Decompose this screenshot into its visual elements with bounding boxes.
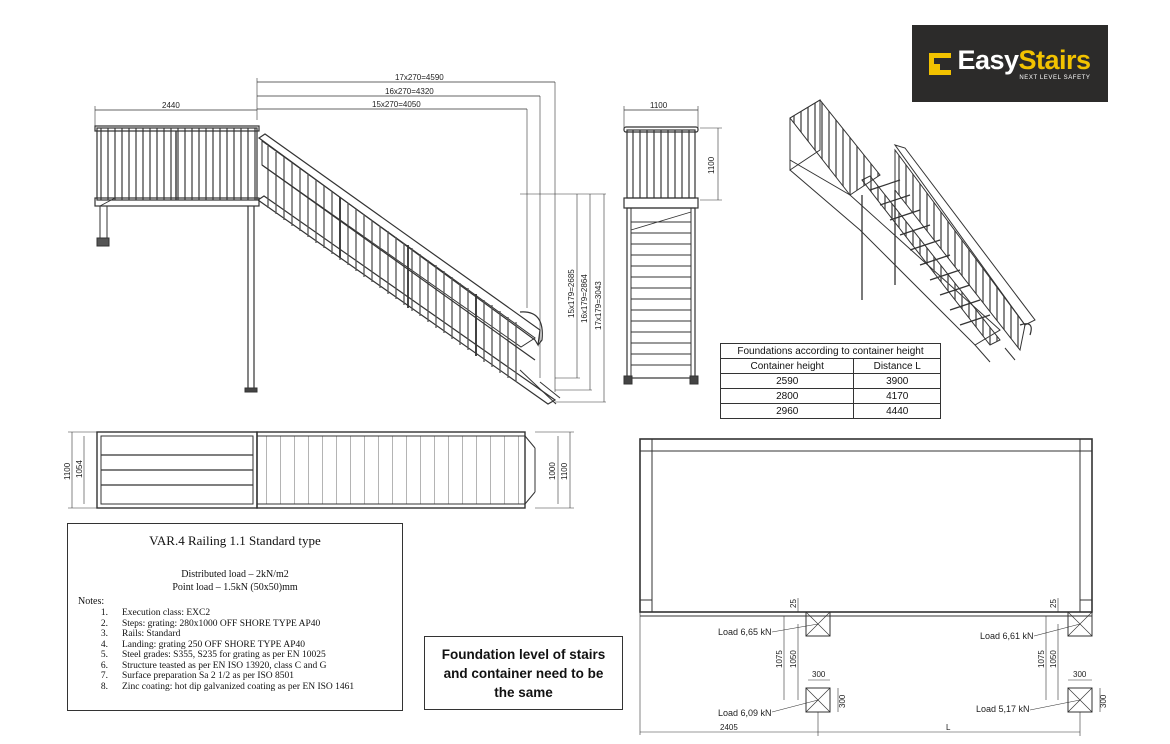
list-item: 7.Surface preparation Sa 2 1/2 as per IS…	[100, 671, 295, 681]
distributed-load: Distributed load – 2kN/m2	[181, 569, 289, 580]
dim-front-rail-height: 1100	[707, 156, 716, 174]
dim-17x270: 17x270=4590	[395, 73, 444, 82]
dim-rise-16: 16x179=2864	[580, 274, 589, 323]
dim-rise-15: 15x179=2685	[567, 269, 576, 318]
dim-pad-height-left: 300	[838, 694, 847, 708]
dim-15x270: 15x270=4050	[372, 100, 421, 109]
dim-1075-left: 1075	[775, 650, 784, 668]
dim-pad-width-left: 300	[812, 670, 826, 679]
load-top-right: Load 6,61 kN	[980, 631, 1034, 641]
isometric-view	[789, 99, 1036, 363]
stairs-logo-icon	[929, 52, 952, 75]
list-item: 5.Steel grades: S355, S235 for grating a…	[100, 650, 326, 660]
notes-title: VAR.4 Railing 1.1 Standard type	[149, 533, 321, 548]
dim-front-width: 1100	[650, 101, 668, 110]
logo-word-stairs: Stairs	[1018, 44, 1092, 75]
table-cell: 4170	[853, 388, 941, 404]
load-top-left: Load 6,65 kN	[718, 627, 772, 637]
list-item: 4.Landing: grating 250 OFF SHORE TYPE AP…	[100, 639, 305, 650]
front-view	[623, 106, 722, 385]
table-header: Container height	[719, 358, 855, 374]
table-caption: Foundations according to container heigh…	[720, 343, 941, 359]
table-row: 2590 3900	[719, 373, 941, 389]
warning-line: the same	[494, 684, 553, 700]
list-item: 1.Execution class: EXC2	[100, 608, 211, 618]
list-item: 8.Zinc coating: hot dip galvanized coati…	[100, 681, 355, 692]
side-view	[94, 78, 606, 405]
table-header: Distance L	[853, 358, 941, 374]
dim-plan-left-outer: 1100	[63, 462, 72, 480]
dim-pad-width-right: 300	[1073, 670, 1087, 679]
dim-1050-right: 1050	[1049, 650, 1058, 668]
table-cell: 2590	[719, 373, 855, 389]
foundation-plan	[639, 438, 1101, 736]
table-cell: 3900	[853, 373, 941, 389]
notes-header: Notes:	[78, 596, 105, 607]
dim-16x270: 16x270=4320	[385, 87, 434, 96]
notes-box: VAR.4 Railing 1.1 Standard type Distribu…	[67, 523, 403, 711]
table-cell: 2800	[719, 388, 855, 404]
list-item: 2.Steps: grating: 280x1000 OFF SHORE TYP…	[100, 618, 321, 629]
dim-2405: 2405	[720, 723, 738, 732]
logo-tagline: NEXT LEVEL SAFETY	[1019, 74, 1091, 81]
dim-25-left: 25	[789, 599, 798, 608]
dim-pad-height-right: 300	[1099, 694, 1108, 708]
logo-word-easy: Easy	[957, 44, 1019, 75]
foundations-table: Foundations according to container heigh…	[719, 343, 941, 419]
load-bottom-right: Load 5,17 kN	[976, 704, 1030, 714]
dim-plan-left-inner: 1054	[75, 460, 84, 478]
dim-rise-17: 17x179=3043	[594, 281, 603, 330]
table-row: 2960 4440	[719, 403, 941, 419]
list-item: 6.Structure teasted as per EN ISO 13920,…	[100, 660, 327, 671]
dim-25-right: 25	[1049, 599, 1058, 608]
dim-plan-right-outer: 1100	[560, 462, 569, 480]
dim-plan-right-inner: 1000	[548, 462, 557, 480]
dim-L: L	[946, 723, 951, 732]
table-row: 2800 4170	[719, 388, 941, 404]
foundation-level-warning: Foundation level of stairs and container…	[424, 636, 623, 710]
table-cell: 2960	[719, 403, 855, 419]
notes-list: 1.Execution class: EXC2 2.Steps: grating…	[68, 608, 354, 692]
dim-1050-left: 1050	[789, 650, 798, 668]
warning-line: and container need to be	[443, 665, 604, 681]
easystairs-logo: EasyStairs NEXT LEVEL SAFETY	[912, 25, 1108, 102]
dim-landing-2440: 2440	[162, 101, 180, 110]
warning-line: Foundation level of stairs	[441, 646, 606, 662]
plan-view	[68, 431, 574, 509]
point-load: Point load – 1.5kN (50x50)mm	[172, 582, 298, 593]
list-item: 3.Rails: Standard	[100, 629, 181, 639]
table-cell: 4440	[853, 403, 941, 419]
dim-1075-right: 1075	[1037, 650, 1046, 668]
load-bottom-left: Load 6,09 kN	[718, 708, 772, 718]
